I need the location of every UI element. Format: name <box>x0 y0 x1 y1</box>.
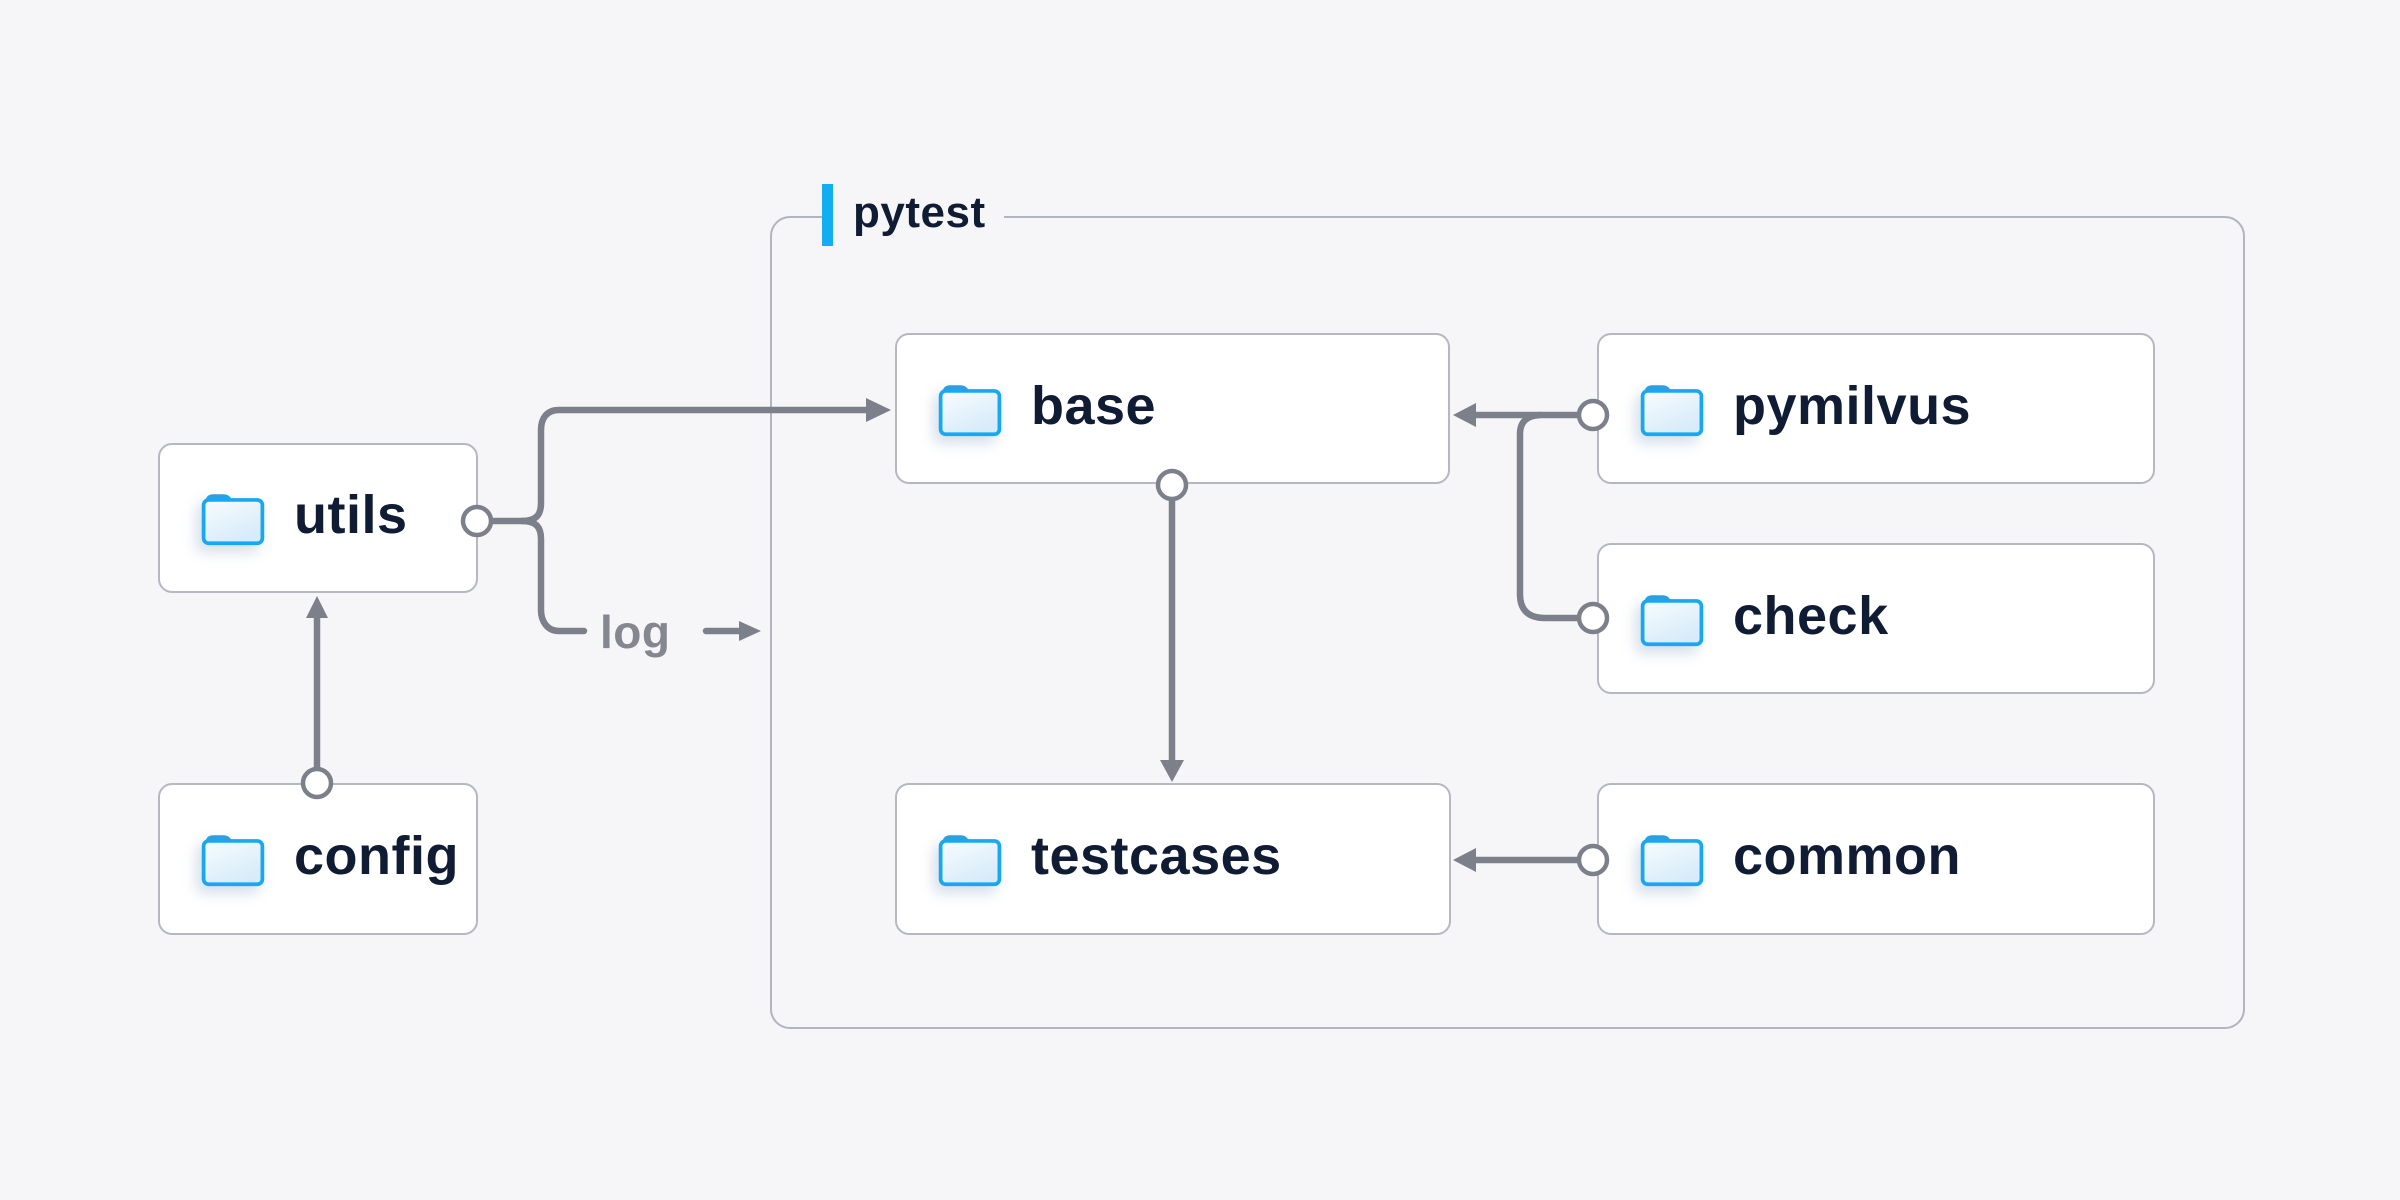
arrowhead <box>306 596 328 618</box>
pytest-group-label: pytest <box>822 183 1004 247</box>
folder-icon <box>938 835 1002 887</box>
accent-bar <box>822 184 833 246</box>
node-pymilvus: pymilvus <box>1597 333 2155 484</box>
node-label: pymilvus <box>1733 375 1972 436</box>
node-label: check <box>1733 585 1889 646</box>
node-label: testcases <box>1031 826 1282 886</box>
node-common: common <box>1597 783 2155 935</box>
edge-config-utils <box>300 596 334 800</box>
node-base: base <box>895 333 1450 484</box>
node-label: base <box>1031 375 1157 436</box>
node-label: common <box>1733 826 1962 886</box>
node-label: utils <box>294 485 408 545</box>
pytest-group-title: pytest <box>853 188 986 237</box>
edge-label-log: log <box>600 606 671 658</box>
node-testcases: testcases <box>895 783 1451 935</box>
folder-icon <box>1640 594 1704 646</box>
arrowhead <box>739 621 761 641</box>
folder-icon <box>201 835 265 887</box>
folder-icon <box>1640 835 1704 887</box>
folder-icon <box>1640 384 1704 436</box>
node-label: config <box>294 826 459 886</box>
folder-icon <box>201 494 265 546</box>
pytest-group-container <box>770 216 2245 1029</box>
folder-icon <box>938 384 1002 436</box>
node-check: check <box>1597 543 2155 694</box>
node-utils: utils <box>158 443 478 593</box>
node-config: config <box>158 783 478 935</box>
